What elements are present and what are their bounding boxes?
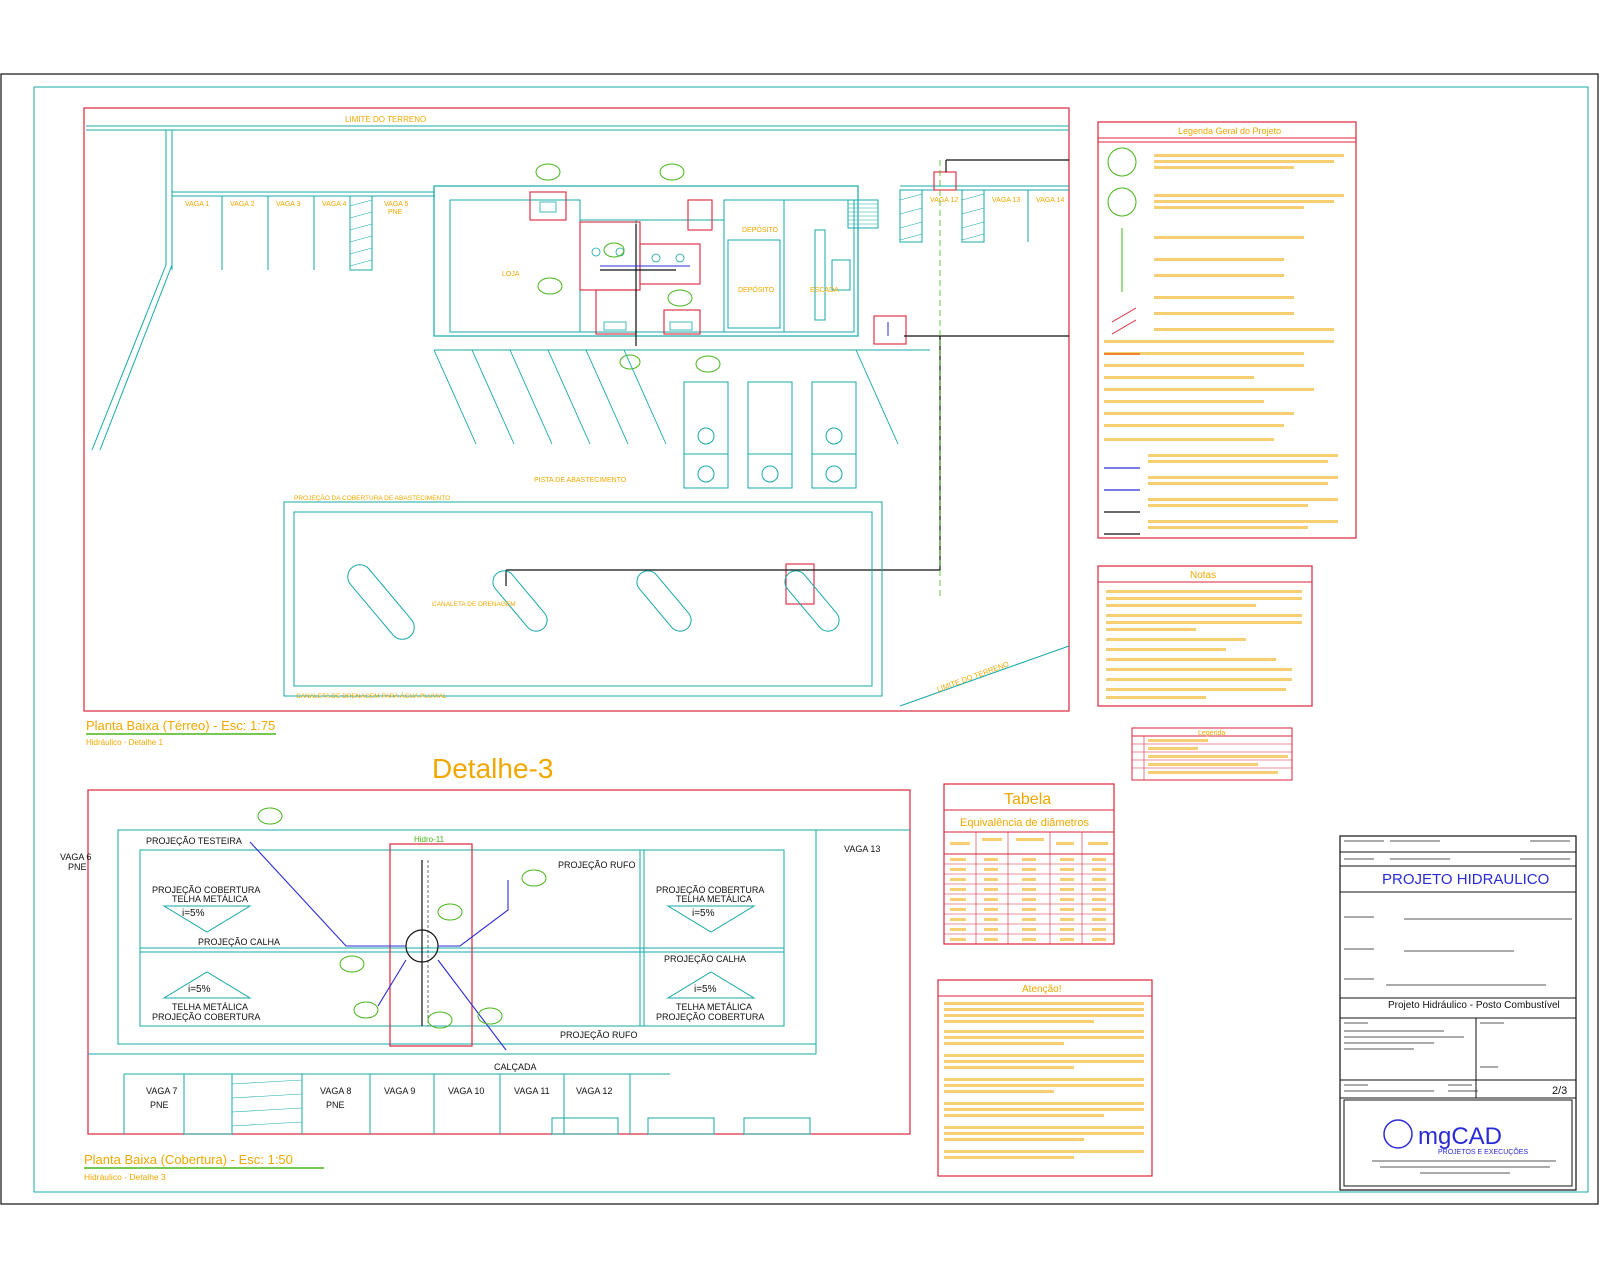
vaga5-pne-label: PNE — [388, 209, 403, 216]
projecao-label: PROJEÇÃO DA COBERTURA DE ABASTECIMENTO — [294, 493, 450, 502]
carimbo-projeto: PROJETO HIDRAULICO — [1382, 871, 1549, 888]
d3-vaga13: VAGA 13 — [844, 844, 880, 854]
legenda-title: Legenda — [1198, 730, 1225, 737]
d3-vaga6-pne: PNE — [68, 862, 87, 872]
canaleta-label-1: CANALETA DE DRENAGEM — [432, 601, 516, 608]
cob-br-2: TELHA METÁLICA — [676, 1002, 752, 1012]
d3-vaga7: VAGA 7 — [146, 1086, 177, 1096]
carimbo-logo: mgCAD — [1418, 1123, 1502, 1150]
cob-tr-2: TELHA METÁLICA — [676, 894, 752, 904]
building-outline — [433, 185, 859, 337]
vaga14-label: VAGA 14 — [1036, 197, 1064, 204]
vaga1-label: VAGA 1 — [185, 201, 209, 208]
vaga5-label: VAGA 5 — [384, 201, 408, 208]
cob-tr-1: PROJEÇÃO COBERTURA — [656, 885, 764, 895]
atencao-title: Atenção! — [1022, 984, 1061, 995]
pista-label: PISTA DE ABASTECIMENTO — [534, 477, 627, 484]
detalhe-3: Detalhe-3 Hidro-11 P — [60, 753, 911, 1182]
vaga13-label: VAGA 13 — [992, 197, 1020, 204]
planta-terreo: LIMITE DO TERRENO VAGA 1 VAGA 2 VAGA 3 V… — [83, 107, 1070, 747]
vaga4-label: VAGA 4 — [322, 201, 346, 208]
cobertura-title: Planta Baixa (Cobertura) - Esc: 1:50 — [84, 1152, 293, 1167]
logo-icon — [1383, 1119, 1413, 1149]
sheet-inner-border — [33, 86, 1589, 1193]
carimbo-folha: 2/3 — [1552, 1085, 1567, 1097]
carimbo-desc: Projeto Hidráulico - Posto Combustível — [1388, 1000, 1560, 1011]
cob-tr-3: i=5% — [692, 908, 715, 919]
d3-vaga6: VAGA 6 — [60, 852, 91, 862]
sheet-outer-border — [0, 73, 1599, 1205]
cob-bl-3: PROJEÇÃO COBERTURA — [152, 1012, 260, 1022]
room-deposito-1: DEPÓSITO — [742, 225, 779, 234]
projecao-testeira: PROJEÇÃO TESTEIRA — [146, 836, 242, 846]
tabela-panel: Tabela Equivalência de diâmetros — [943, 783, 1115, 945]
cob-tl-2: TELHA METÁLICA — [172, 894, 248, 904]
terreo-title: Planta Baixa (Térreo) - Esc: 1:75 — [86, 718, 275, 733]
d3-vaga10: VAGA 10 — [448, 1086, 484, 1096]
legenda-geral-panel: Legenda Geral do Projeto — [1097, 121, 1357, 539]
canaleta-label-2: CANALETA DE DRENAGEM PARA ÁGUA PLUVIAL — [296, 691, 447, 700]
cob-br-3: PROJEÇÃO COBERTURA — [656, 1012, 764, 1022]
terreo-frame — [83, 107, 1070, 712]
cobertura-subtitle: Hidráulico - Detalhe 3 — [84, 1172, 166, 1182]
carimbo-logo-sub: PROJETOS E EXECUÇÕES — [1438, 1147, 1528, 1156]
detalhe3-heading: Detalhe-3 — [432, 753, 553, 784]
projecao-rufo-bottom: PROJEÇÃO RUFO — [560, 1030, 638, 1040]
legenda-panel: Legenda — [1131, 727, 1293, 781]
d3-vaga8: VAGA 8 — [320, 1086, 351, 1096]
cob-tl-1: PROJEÇÃO COBERTURA — [152, 885, 260, 895]
cob-bl-2: TELHA METÁLICA — [172, 1002, 248, 1012]
cob-bl-1: i=5% — [188, 984, 211, 995]
d3-vaga11: VAGA 11 — [514, 1086, 550, 1096]
cob-br-1: i=5% — [694, 984, 717, 995]
d3-vaga12: VAGA 12 — [576, 1086, 612, 1096]
hidro-label: Hidro-11 — [414, 835, 445, 844]
vaga3-label: VAGA 3 — [276, 201, 300, 208]
tabela-subtitle: Equivalência de diâmetros — [960, 817, 1090, 829]
room-loja: LOJA — [502, 271, 520, 278]
d3-vaga8-pne: PNE — [326, 1100, 345, 1110]
room-escada: ESCADA — [810, 287, 839, 294]
notas-panel: Notas — [1097, 565, 1313, 707]
projecao-calha-left: PROJEÇÃO CALHA — [198, 937, 280, 947]
d3-vaga7-pne: PNE — [150, 1100, 169, 1110]
cob-tl-3: i=5% — [182, 908, 205, 919]
projecao-calha-right: PROJEÇÃO CALHA — [664, 954, 746, 964]
limite-top-label: LIMITE DO TERRENO — [345, 115, 426, 124]
vaga12-label: VAGA 12 — [930, 197, 958, 204]
projecao-rufo-top: PROJEÇÃO RUFO — [558, 860, 636, 870]
room-deposito-2: DEPÓSITO — [738, 285, 775, 294]
vaga2-label: VAGA 2 — [230, 201, 254, 208]
atencao-panel: Atenção! — [937, 979, 1153, 1177]
title-block: PROJETO HIDRAULICO Projeto Hidráulico - … — [1339, 835, 1577, 1191]
limite-bottom-label: LIMITE DO TERRENO — [936, 659, 1011, 694]
calcada-label: CALÇADA — [494, 1062, 537, 1072]
legenda-geral-title: Legenda Geral do Projeto — [1178, 126, 1281, 136]
terreo-subtitle: Hidráulico - Detalhe 1 — [86, 738, 163, 747]
notas-title: Notas — [1190, 570, 1216, 581]
tabela-title: Tabela — [1004, 791, 1051, 808]
d3-vaga9: VAGA 9 — [384, 1086, 415, 1096]
